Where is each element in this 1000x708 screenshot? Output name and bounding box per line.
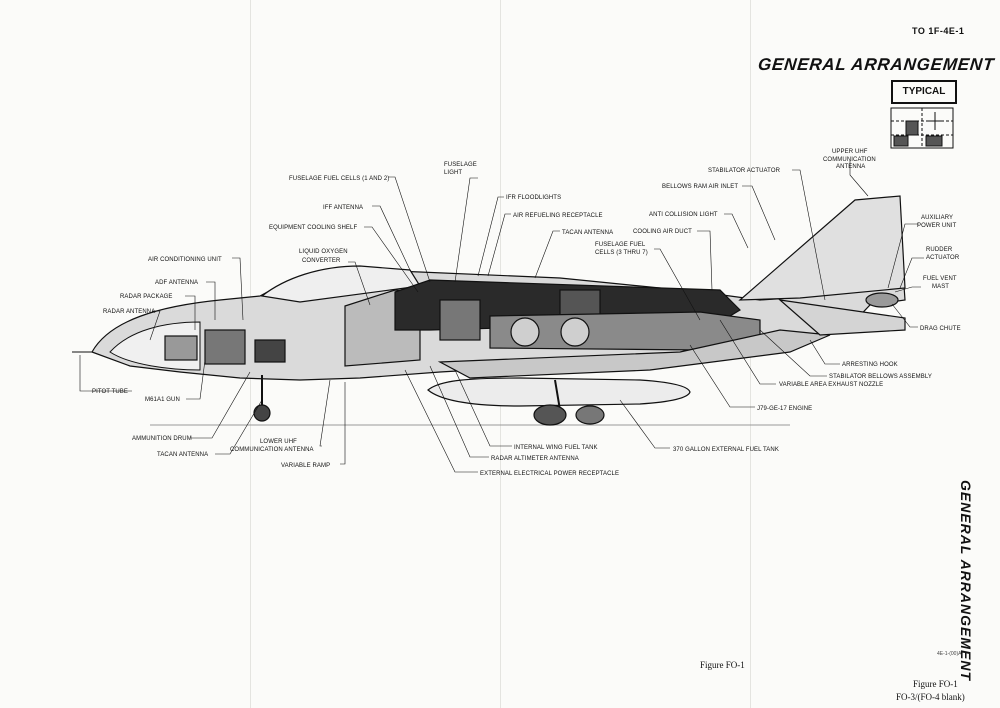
- label-iff-antenna: IFF ANTENNA: [323, 205, 363, 211]
- label-arresting-hook: ARRESTING HOOK: [842, 362, 898, 368]
- label-lower-uhf-antenna: LOWER UHF: [260, 439, 297, 445]
- label-fuselage-fuel-cells-3-7: FUSELAGE FUEL: [595, 242, 646, 248]
- label-internal-wing-fuel-tank: INTERNAL WING FUEL TANK: [514, 445, 598, 451]
- label-stabilator-actuator: STABILATOR ACTUATOR: [708, 168, 781, 174]
- label-pitot-tube: PITOT TUBE: [92, 389, 128, 395]
- label-upper-uhf-antenna: ANTENNA: [836, 164, 865, 170]
- label-ifr-floodlights: IFR FLOODLIGHTS: [506, 195, 561, 201]
- label-tacan-antenna-bottom: TACAN ANTENNA: [157, 452, 208, 458]
- label-rudder-actuator: ACTUATOR: [926, 255, 960, 261]
- label-fuel-vent-mast: FUEL VENT: [923, 276, 957, 282]
- label-radar-package: RADAR PACKAGE: [120, 294, 173, 300]
- label-fuselage-fuel-cells-3-7: CELLS (3 THRU 7): [595, 250, 648, 256]
- label-m61a1-gun: M61A1 GUN: [145, 397, 180, 403]
- label-upper-uhf-antenna: UPPER UHF: [832, 149, 868, 155]
- figure-caption: Figure FO-1: [700, 660, 745, 670]
- label-radar-altimeter-antenna: RADAR ALTIMETER ANTENNA: [491, 456, 579, 462]
- label-fuselage-light: FUSELAGE: [444, 162, 477, 168]
- label-auxiliary-power-unit: POWER UNIT: [917, 223, 957, 229]
- label-ammunition-drum: AMMUNITION DRUM: [132, 436, 192, 442]
- label-cooling-air-duct: COOLING AIR DUCT: [633, 229, 692, 235]
- page-number: FO-3/(FO-4 blank): [896, 692, 965, 702]
- label-stabilator-bellows-assembly: STABILATOR BELLOWS ASSEMBLY: [829, 374, 932, 380]
- label-fuselage-fuel-cells-1-2: FUSELAGE FUEL CELLS (1 AND 2): [289, 176, 389, 182]
- label-upper-uhf-antenna: COMMUNICATION: [823, 157, 876, 163]
- figure-caption: Figure FO-1: [913, 679, 958, 689]
- label-radar-antenna: RADAR ANTENNA: [103, 309, 155, 315]
- label-variable-area-exhaust-nozzle: VARIABLE AREA EXHAUST NOZZLE: [779, 382, 883, 388]
- typical-badge: TYPICAL: [891, 80, 957, 104]
- label-air-refueling-receptacle: AIR REFUELING RECEPTACLE: [513, 213, 603, 219]
- label-variable-ramp: VARIABLE RAMP: [281, 463, 330, 469]
- label-equipment-cooling-shelf: EQUIPMENT COOLING SHELF: [269, 225, 357, 231]
- label-fuselage-light: LIGHT: [444, 170, 462, 176]
- label-auxiliary-power-unit: AUXILIARY: [921, 215, 953, 221]
- callout-labels: FUSELAGE LIGHT FUSELAGE FUEL CELLS (1 AN…: [92, 149, 961, 477]
- label-drag-chute: DRAG CHUTE: [920, 326, 961, 332]
- label-air-conditioning-unit: AIR CONDITIONING UNIT: [148, 257, 222, 263]
- label-fuel-vent-mast: MAST: [932, 284, 949, 290]
- figure-code: 4E-1-(00)A: [937, 651, 962, 657]
- document-number: TO 1F-4E-1: [912, 26, 965, 36]
- label-tacan-antenna-top: TACAN ANTENNA: [562, 230, 613, 236]
- label-anti-collision-light: ANTI COLLISION LIGHT: [649, 212, 718, 218]
- label-adf-antenna: ADF ANTENNA: [155, 280, 198, 286]
- locator-inset-icon: [890, 107, 954, 149]
- label-rudder-actuator: RUDDER: [926, 247, 953, 253]
- label-lower-uhf-antenna: COMMUNICATION ANTENNA: [230, 447, 314, 453]
- label-external-electrical-power: EXTERNAL ELECTRICAL POWER RECEPTACLE: [480, 471, 619, 477]
- label-engine: J79-GE-17 ENGINE: [757, 406, 812, 412]
- leader-lines: [79, 160, 924, 473]
- label-liquid-oxygen-converter: LIQUID OXYGEN: [299, 249, 348, 255]
- label-liquid-oxygen-converter: CONVERTER: [302, 258, 341, 264]
- label-bellows-ram-air-inlet: BELLOWS RAM AIR INLET: [662, 184, 738, 190]
- aircraft-silhouette: [72, 195, 906, 426]
- side-title: GENERAL ARRANGEMENT: [958, 480, 974, 682]
- label-external-fuel-tank: 370 GALLON EXTERNAL FUEL TANK: [673, 447, 779, 453]
